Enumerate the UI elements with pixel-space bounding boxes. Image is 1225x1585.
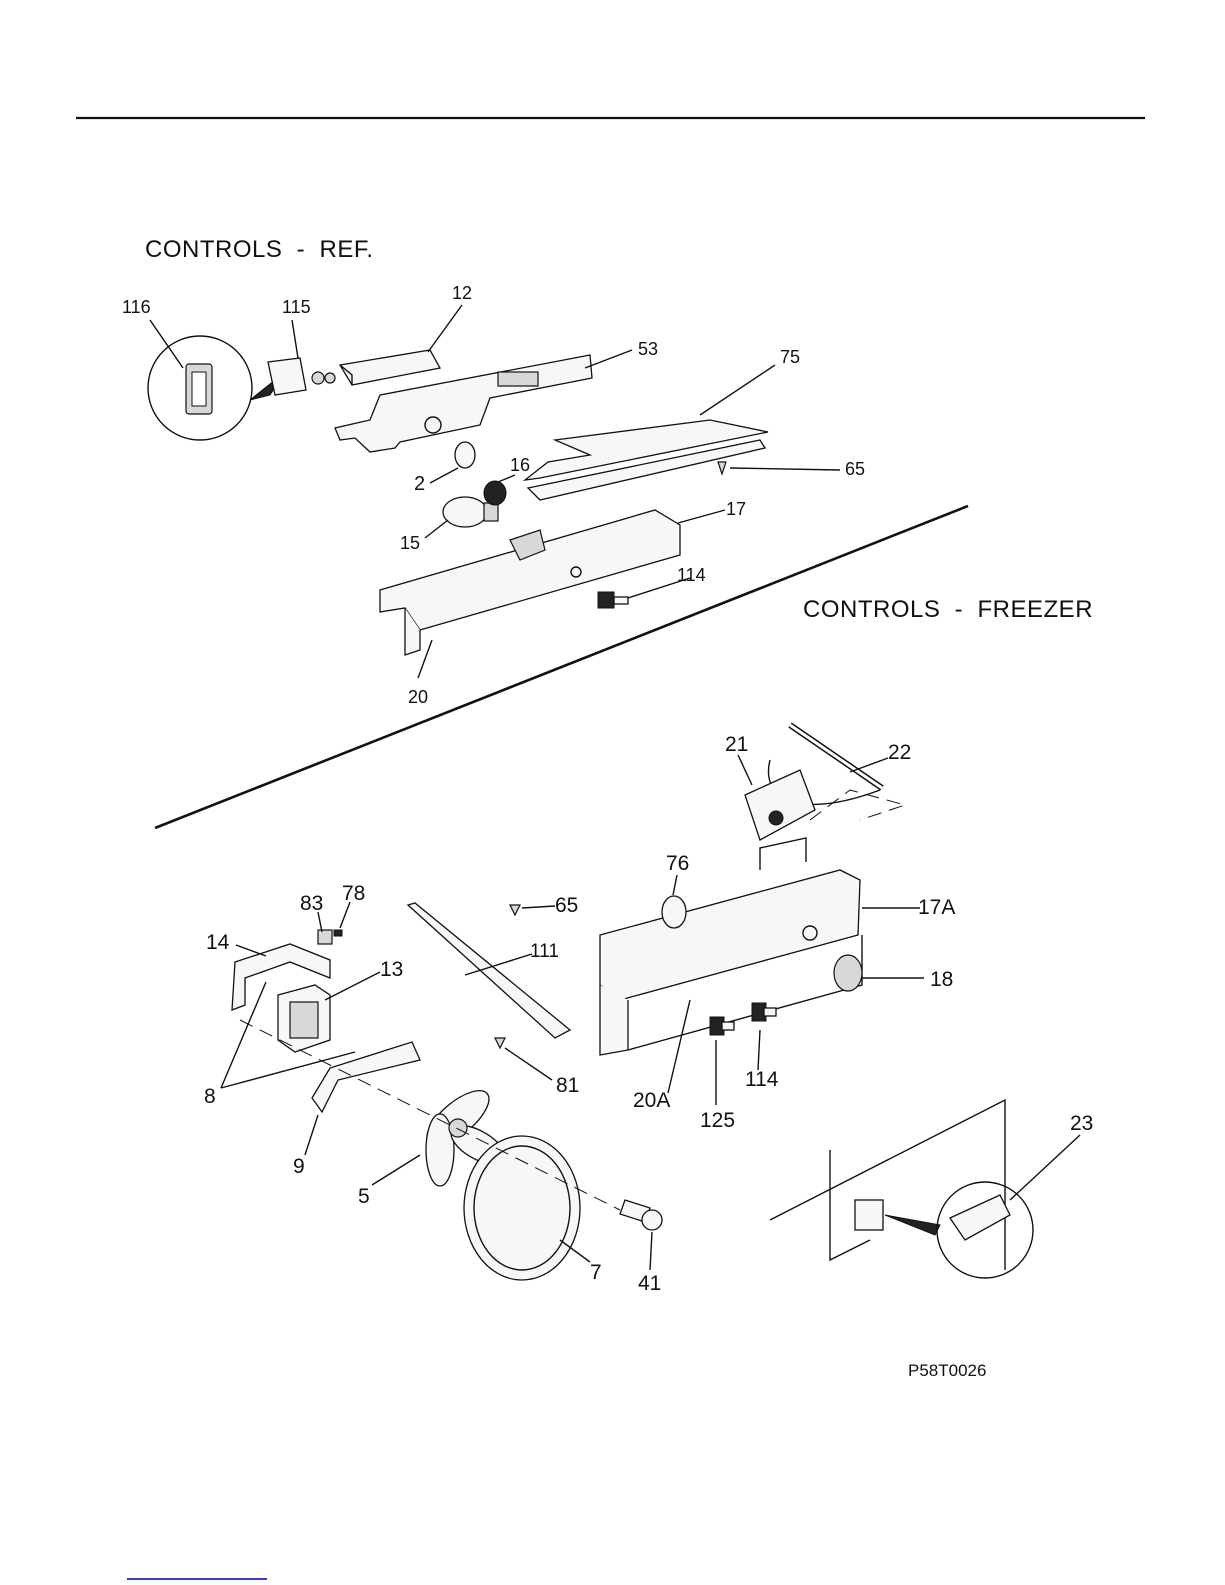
clip-83 bbox=[318, 930, 332, 944]
part-label-9: 9 bbox=[293, 1156, 305, 1177]
part-label-12: 12 bbox=[452, 284, 472, 302]
part-label-13: 13 bbox=[380, 959, 403, 980]
part-label-114-ref: 114 bbox=[677, 566, 706, 584]
screw-81 bbox=[495, 1038, 505, 1048]
thermostat-21 bbox=[745, 770, 815, 840]
freezer-controls-title: CONTROLS - FREEZER bbox=[803, 596, 1093, 624]
thermostat-114-ref bbox=[598, 592, 628, 608]
part-label-5: 5 bbox=[358, 1186, 370, 1207]
screw-78 bbox=[334, 930, 342, 936]
cover-12 bbox=[340, 350, 440, 385]
part-label-23: 23 bbox=[1070, 1113, 1093, 1134]
part-label-8: 8 bbox=[204, 1086, 216, 1107]
thermostat-114-frz bbox=[752, 1003, 776, 1021]
part-label-20: 20 bbox=[408, 688, 428, 706]
ref-controls-title: CONTROLS - REF. bbox=[145, 236, 374, 264]
part-label-115: 115 bbox=[282, 298, 311, 316]
part-label-81: 81 bbox=[556, 1075, 579, 1096]
part-label-111: 111 bbox=[530, 942, 559, 961]
part-label-78: 78 bbox=[342, 883, 365, 904]
shield-17 bbox=[380, 510, 680, 630]
ref-controls-assembly bbox=[148, 336, 768, 655]
part-label-75: 75 bbox=[780, 348, 800, 366]
part-label-17A: 17A bbox=[918, 897, 955, 918]
light-76 bbox=[662, 896, 686, 928]
part-label-21: 21 bbox=[725, 734, 748, 755]
housing-17A bbox=[600, 870, 860, 1000]
part-label-41: 41 bbox=[638, 1273, 661, 1294]
part-label-76: 76 bbox=[666, 853, 689, 874]
part-label-65-ref: 65 bbox=[845, 460, 865, 478]
freezer-controls-assembly bbox=[232, 725, 1033, 1280]
bulb-15 bbox=[443, 497, 487, 527]
brace-111 bbox=[408, 903, 570, 1038]
knob-18 bbox=[834, 955, 862, 991]
screw-65-frz bbox=[510, 905, 520, 915]
part-label-125: 125 bbox=[700, 1110, 735, 1131]
part-label-83: 83 bbox=[300, 893, 323, 914]
part-label-14: 14 bbox=[206, 932, 229, 953]
cabinet-detail-23 bbox=[770, 1100, 1033, 1278]
part-label-116: 116 bbox=[122, 298, 151, 316]
part-label-17: 17 bbox=[726, 500, 746, 518]
part-label-18: 18 bbox=[930, 969, 953, 990]
part-label-7: 7 bbox=[590, 1262, 602, 1283]
part-label-2: 2 bbox=[414, 474, 425, 494]
screw-65-ref bbox=[718, 462, 726, 474]
part-label-16: 16 bbox=[510, 456, 530, 474]
freezer-leader-lines bbox=[221, 755, 1080, 1270]
part-label-22: 22 bbox=[888, 742, 911, 763]
part-label-114-frz: 114 bbox=[745, 1069, 778, 1090]
part-label-20A: 20A bbox=[633, 1090, 670, 1111]
knob-2 bbox=[455, 442, 475, 468]
part-label-15: 15 bbox=[400, 534, 420, 552]
drawing-id: P58T0026 bbox=[908, 1361, 986, 1381]
thermostat-125 bbox=[710, 1017, 734, 1035]
footer-link-underline[interactable] bbox=[127, 1578, 267, 1580]
socket-16 bbox=[484, 481, 506, 505]
part-label-65-frz: 65 bbox=[555, 895, 578, 916]
switch-115 bbox=[268, 358, 306, 395]
part-label-53: 53 bbox=[638, 340, 658, 358]
shroud-7 bbox=[464, 1136, 580, 1280]
